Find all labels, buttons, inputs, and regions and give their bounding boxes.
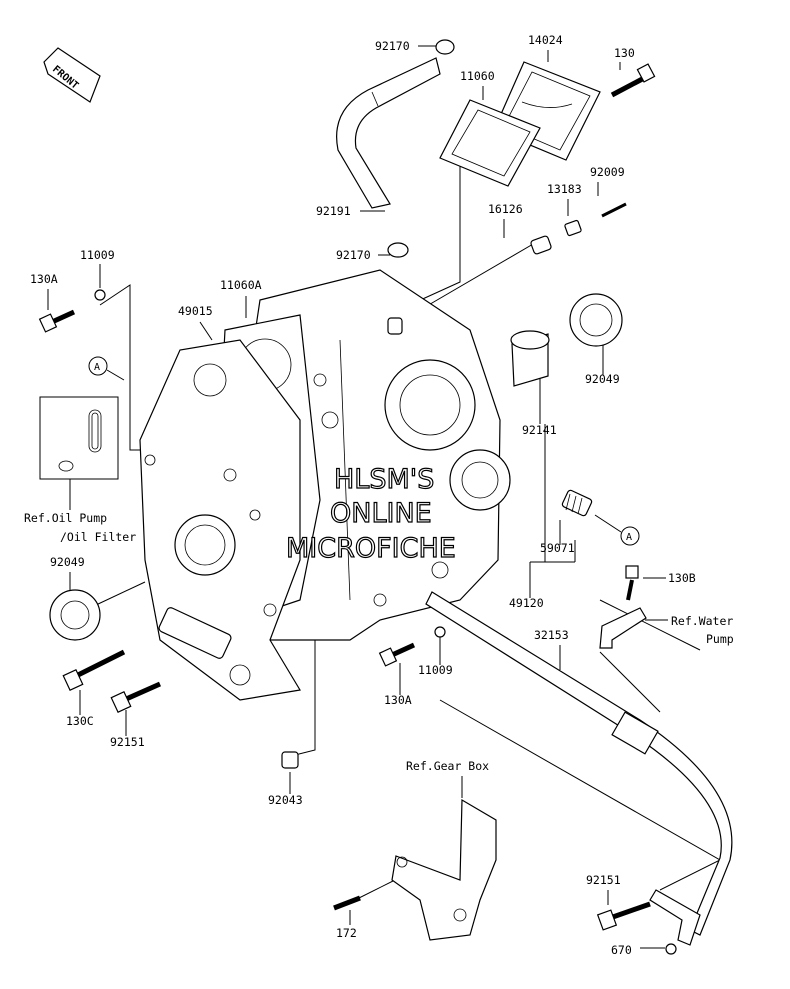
water-pump-bracket [599,607,647,649]
pipe-32153 [425,591,733,946]
label-92009: 92009 [590,165,625,179]
label-92043: 92043 [268,793,303,807]
dowel-16126 [530,235,552,255]
bolt-130A-top [38,309,76,333]
label-92151-left: 92151 [110,735,145,749]
sleeve-92141 [510,330,550,387]
label-92141: 92141 [522,423,557,437]
bolt-92151-left [110,681,162,714]
oil-pump-ref-box [39,396,119,480]
bolt-130C [62,649,126,692]
ref-marker-a-left-text: A [94,362,100,373]
label-32153: 32153 [534,628,569,642]
crankcase-cover-49015 [139,339,301,701]
ref-marker-a-left: A [88,356,125,381]
watermark: HLSM'S ONLINE MICROFICHE [285,463,456,564]
label-130A-top: 130A [30,272,58,286]
label-14024: 14024 [528,33,563,47]
bolt-130 [610,63,656,98]
label-11009-top: 11009 [80,248,115,262]
label-130A-low: 130A [384,693,412,707]
breather-hose [336,39,455,258]
watermark-line-2: ONLINE [330,498,432,529]
label-ref-water-line1: Ref.Water [671,614,733,628]
watermark-line-1: HLSM'S [334,464,434,495]
label-92170-mid: 92170 [336,248,371,262]
label-49120: 49120 [509,596,544,610]
washer-11009-low [434,626,446,638]
label-16126: 16126 [488,202,523,216]
label-11060: 11060 [460,69,495,83]
o-ring-670 [665,943,677,955]
label-92191: 92191 [316,204,351,218]
label-59071: 59071 [540,541,575,555]
label-49015: 49015 [178,304,213,318]
washer-11009-top [94,289,106,301]
pin-13183 [564,219,582,237]
label-ref-oil-line2: /Oil Filter [60,530,136,544]
label-92151-right: 92151 [586,873,621,887]
label-92170-top: 92170 [375,39,410,53]
label-92049-right: 92049 [585,372,620,386]
breather-gasket-11060 [439,99,541,187]
stud-172 [333,895,361,911]
label-130: 130 [614,46,635,60]
bolt-92151-right [596,901,651,931]
label-172: 172 [336,926,357,940]
label-ref-gear: Ref.Gear Box [406,759,489,773]
bolt-130B [625,565,639,601]
bolt-130A-low [378,642,416,667]
label-ref-oil-line1: Ref.Oil Pump [24,511,107,525]
label-130B: 130B [668,571,696,585]
gear-box-bracket [391,798,497,941]
dowel-92043 [281,751,299,769]
ref-marker-a-right-text: A [626,532,632,543]
label-11060A: 11060A [220,278,262,292]
oil-seal-92049-right [569,293,623,347]
label-13183: 13183 [547,182,582,196]
part-labels: 92170 14024 130 11060 92009 13183 16126 … [24,33,734,957]
label-92049-left: 92049 [50,555,85,569]
front-arrow-badge: FRONT [43,47,101,103]
watermark-line-3: MICROFICHE [286,533,456,564]
label-670: 670 [611,943,632,957]
oil-seal-92049-left [49,589,101,641]
screw-92009 [601,202,627,218]
label-ref-water-line2: Pump [706,632,734,646]
plug-59071 [561,489,593,517]
label-11009-low: 11009 [418,663,453,677]
label-130C: 130C [66,714,94,728]
ref-marker-a-right: A [594,514,640,546]
